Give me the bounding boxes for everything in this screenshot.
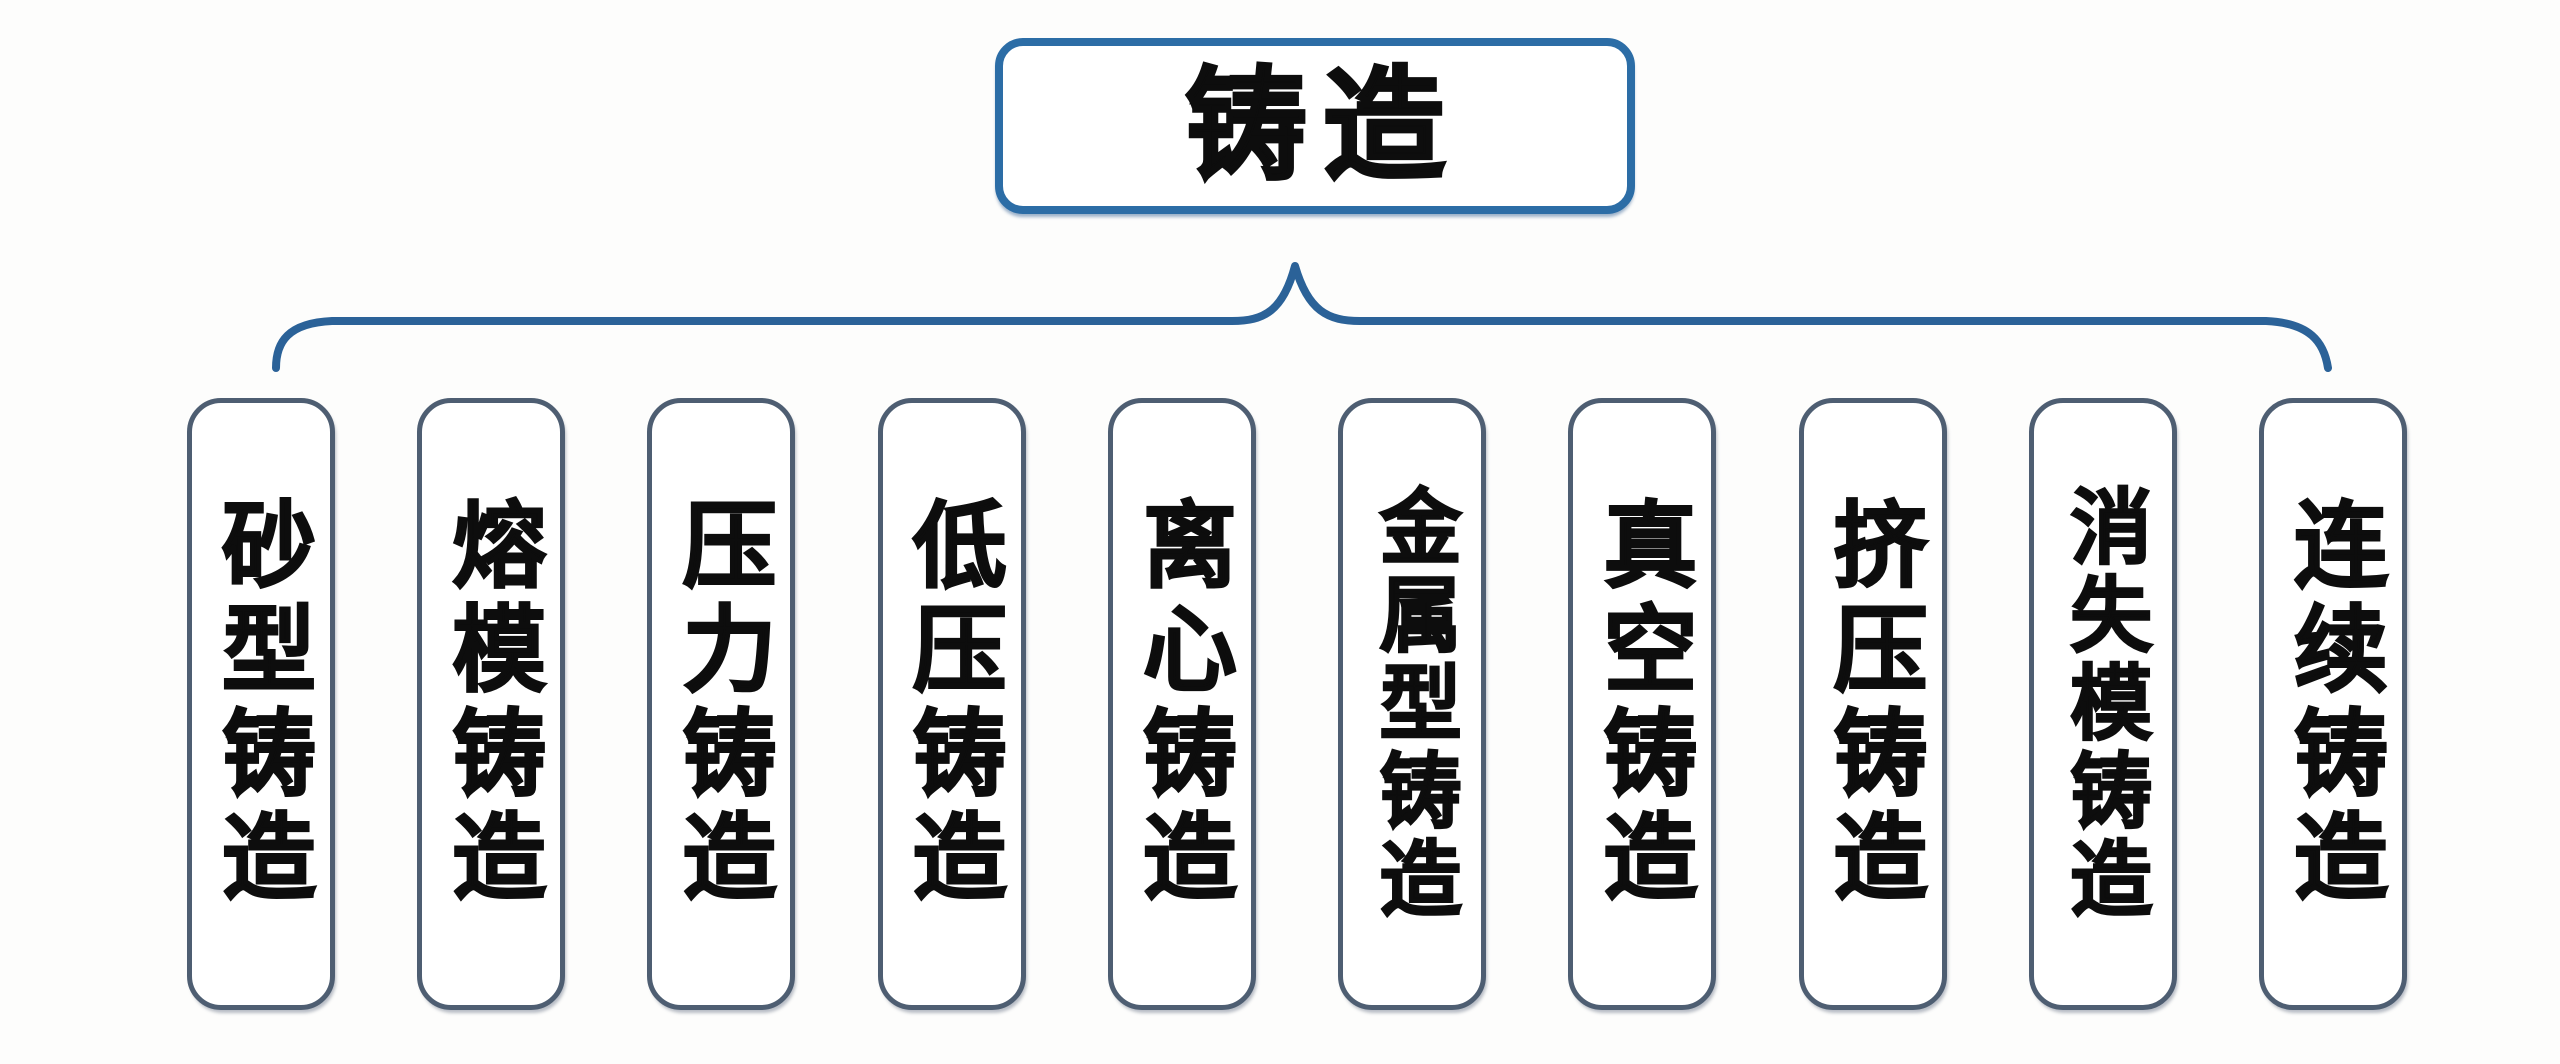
child-node-6: 金属型铸造 — [1338, 398, 1487, 1010]
child-node-label: 真空铸造 — [1589, 495, 1696, 913]
child-node-label: 砂型铸造 — [208, 495, 315, 913]
child-node-8: 挤压铸造 — [1798, 398, 1947, 1010]
child-node-label: 压力铸造 — [668, 495, 775, 913]
child-node-5: 离心铸造 — [1107, 398, 1256, 1010]
child-node-7: 真空铸造 — [1568, 398, 1717, 1010]
child-node-2: 熔模铸造 — [417, 398, 566, 1010]
child-node-4: 低压铸造 — [877, 398, 1026, 1010]
root-node-label: 铸造 — [1184, 58, 1461, 194]
child-node-label: 消失模铸造 — [2057, 483, 2150, 925]
child-node-10: 连续铸造 — [2258, 398, 2407, 1010]
child-node-1: 砂型铸造 — [187, 398, 335, 1010]
child-node-label: 离心铸造 — [1129, 495, 1236, 913]
root-node-casting: 铸造 — [995, 38, 1635, 214]
children-row: 砂型铸造 熔模铸造 压力铸造 低压铸造 离心铸造 金属型铸造 真空铸造 挤压铸造… — [187, 398, 2407, 1010]
child-node-9: 消失模铸造 — [2028, 398, 2177, 1010]
child-node-label: 熔模铸造 — [438, 495, 545, 913]
child-node-label: 挤压铸造 — [1820, 495, 1927, 913]
child-node-3: 压力铸造 — [647, 398, 796, 1010]
child-node-label: 连续铸造 — [2280, 495, 2387, 913]
child-node-label: 低压铸造 — [899, 495, 1006, 913]
child-node-label: 金属型铸造 — [1366, 483, 1459, 925]
